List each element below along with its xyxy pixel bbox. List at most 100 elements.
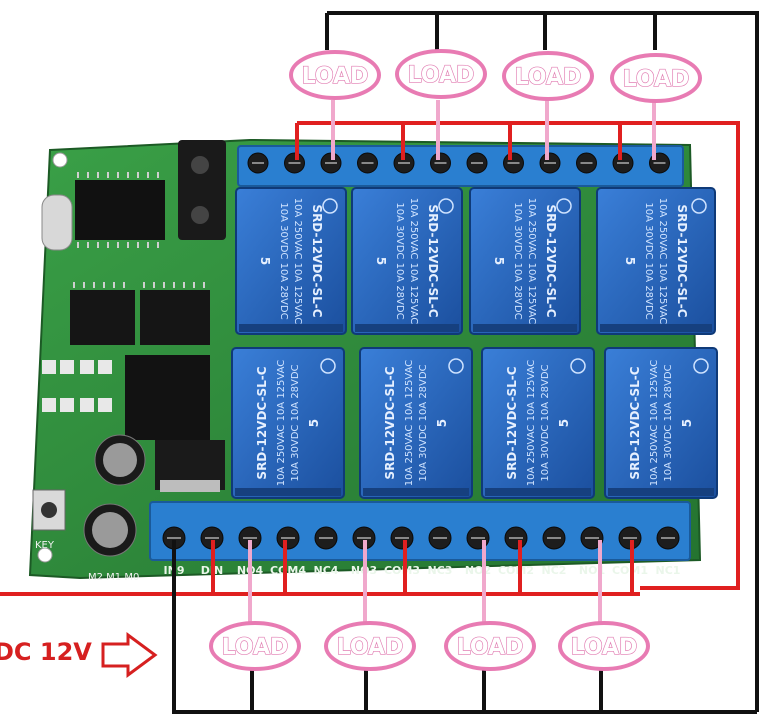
load-label: LOAD xyxy=(457,635,524,660)
load-label: LOAD xyxy=(302,64,369,89)
load-label: LOAD xyxy=(408,63,475,88)
relay-rating: 10A 250VAC 10A 125VAC xyxy=(649,360,660,487)
crystal-oscillator xyxy=(41,194,73,251)
load-label: LOAD xyxy=(571,635,638,660)
terminal-screw xyxy=(320,152,342,174)
terminal-screw xyxy=(284,152,305,174)
terminal-label: COM2 xyxy=(498,564,534,577)
cqc-mark-icon xyxy=(448,358,464,374)
relay-rating: 10A 30VDC 10A 28VDC xyxy=(540,364,551,481)
relay-rating: 10A 250VAC 10A 125VAC xyxy=(292,198,303,325)
relay-model: SRD-12VDC-SL-C xyxy=(628,366,642,479)
status-leds xyxy=(42,360,112,412)
relay-rating: 10A 250VAC 10A 125VAC xyxy=(408,198,419,325)
terminal-screw xyxy=(390,526,414,550)
terminal-label: COM4 xyxy=(270,564,306,577)
relay-rating: 10A 250VAC 10A 125VAC xyxy=(526,360,537,487)
terminal-label: COM3 xyxy=(384,564,420,577)
terminal-screw xyxy=(276,526,300,550)
relay-rating: 10A 30VDC 10A 28VDC xyxy=(643,202,654,319)
ic-chip xyxy=(70,290,135,345)
relay-rating: 10A 30VDC 10A 28VDC xyxy=(394,202,405,319)
mounting-hole xyxy=(52,152,68,168)
ic-chip xyxy=(140,290,210,345)
ic-chip xyxy=(75,180,165,240)
terminal-screw xyxy=(576,152,597,174)
red-wire-bottom xyxy=(0,540,640,596)
terminal-label: NC1 xyxy=(656,564,681,577)
cqc-mark-icon xyxy=(438,198,454,214)
load-bubble: LOAD xyxy=(558,621,650,671)
black-wire-bottom xyxy=(172,540,757,714)
relay-model: SRD-12VDC-SL-C xyxy=(310,204,324,317)
load-bubble: LOAD xyxy=(502,51,594,101)
load-label: LOAD xyxy=(515,65,582,90)
terminal-screw xyxy=(612,152,634,174)
terminal-screw xyxy=(580,526,604,550)
cqc-mark-icon xyxy=(693,358,709,374)
load-bubble: LOAD xyxy=(289,50,381,100)
relay-model: SRD-12VDC-SL-C xyxy=(383,366,397,479)
mounting-hole xyxy=(37,547,53,563)
terminal-label: NC4 xyxy=(314,564,339,577)
ic-pins xyxy=(73,172,205,288)
relay-model: SRD-12VDC-SL-C xyxy=(675,204,689,317)
relay-pin-count: 5 xyxy=(435,419,449,427)
terminal-screw xyxy=(466,152,488,174)
load-bubble: LOAD xyxy=(610,53,702,103)
relay-rating: 10A 250VAC 10A 125VAC xyxy=(526,198,537,325)
terminal-screw xyxy=(430,152,451,174)
load-bubble: LOAD xyxy=(209,621,301,671)
relay-pin-count: 5 xyxy=(492,257,506,265)
load-link-top xyxy=(331,100,656,160)
relay-pin-count: 5 xyxy=(557,419,571,427)
cqc-mark-icon xyxy=(691,198,707,214)
relay-pin-count: 5 xyxy=(623,257,637,265)
cqc-mark-icon xyxy=(556,198,572,214)
ic-chip xyxy=(125,355,210,440)
relay-model: SRD-12VDC-SL-C xyxy=(544,204,558,317)
relay-pin-count: 5 xyxy=(374,257,388,265)
red-wire-top xyxy=(295,121,740,590)
terminal-label: NC2 xyxy=(542,564,567,577)
terminal-screw xyxy=(357,152,378,174)
terminal-screw xyxy=(428,526,452,550)
relay-model: SRD-12VDC-SL-C xyxy=(255,366,269,479)
relay-pin-count: 5 xyxy=(307,419,321,427)
load-label: LOAD xyxy=(222,635,289,660)
relay-rating: 10A 30VDC 10A 28VDC xyxy=(290,364,301,481)
relay-rating: 10A 250VAC 10A 125VAC xyxy=(657,198,668,325)
relay-rating: 10A 250VAC 10A 125VAC xyxy=(276,360,287,487)
relay-model: SRD-12VDC-SL-C xyxy=(505,366,519,479)
audio-jack xyxy=(178,140,226,240)
supply-label: DC 12V xyxy=(0,638,92,666)
terminal-label: NO2 xyxy=(465,564,491,577)
terminal-screw xyxy=(247,152,269,174)
terminal-label: NC3 xyxy=(428,564,453,577)
key-label: KEY xyxy=(35,540,55,551)
jumper-labels: M2 M1 M0 xyxy=(88,572,139,583)
top-terminal-block xyxy=(237,145,684,187)
terminal-screw xyxy=(542,526,566,550)
load-link-bottom xyxy=(248,540,602,625)
relay-rating: 10A 30VDC 10A 28VDC xyxy=(418,364,429,481)
relay-rating: 10A 250VAC 10A 125VAC xyxy=(404,360,415,487)
arrow-icon xyxy=(101,632,158,678)
relay-pin-count: 5 xyxy=(258,257,272,265)
terminal-screw xyxy=(539,152,561,174)
cqc-mark-icon xyxy=(322,198,338,214)
wiring xyxy=(0,11,759,714)
terminal-screw xyxy=(656,526,680,550)
black-wire-top xyxy=(327,11,759,712)
relay-model: SRD-12VDC-SL-C xyxy=(426,204,440,317)
relay-rating: 10A 30VDC 10A 28VDC xyxy=(663,364,674,481)
relay-rating: 10A 30VDC 10A 28VDC xyxy=(512,202,523,319)
